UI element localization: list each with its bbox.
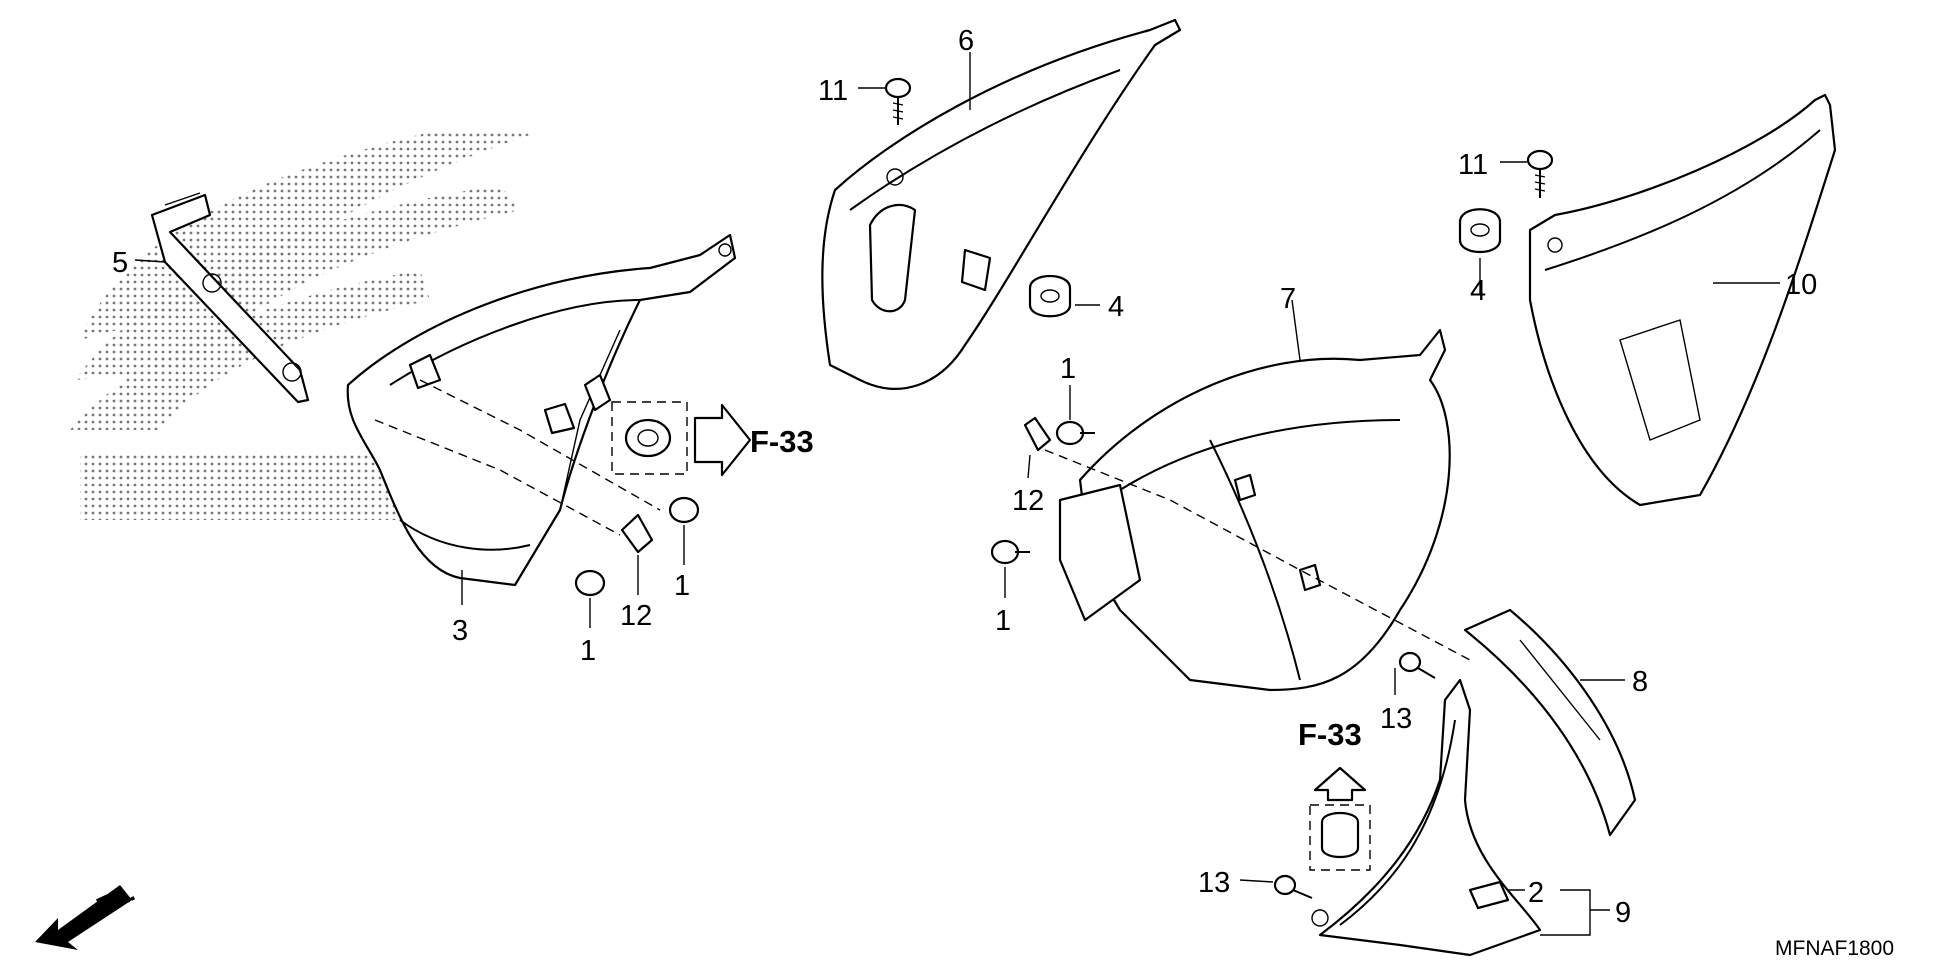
part-6-upper-cowl: [821, 18, 1182, 390]
callout-10: 10: [1785, 269, 1817, 301]
callout-4: 4: [1470, 275, 1486, 307]
callout-1: 1: [674, 570, 690, 602]
diagram-code: MFNAF1800: [1775, 937, 1894, 960]
assembly-line-3b: [419, 379, 661, 511]
callout-9: 9: [1615, 897, 1631, 929]
bolt-11-a: [884, 77, 912, 125]
clip-nut-12-a: [1023, 416, 1052, 452]
clip-1-d: [990, 539, 1030, 565]
ref-lower-label: F-33: [1298, 717, 1362, 752]
clip-1-b: [668, 496, 700, 524]
callout-4: 4: [1108, 291, 1124, 323]
part-8-strip: [1463, 608, 1637, 837]
callout-11: 11: [818, 75, 848, 107]
callout-5: 5: [112, 247, 128, 279]
bolt-11-b: [1526, 149, 1554, 198]
grommet-group-left: [611, 401, 752, 477]
callout-7: 7: [1280, 283, 1296, 315]
part-9-lower-cover: [1311, 678, 1542, 957]
screw-13-b: [1273, 874, 1313, 899]
grommet-group-lower: [1309, 766, 1371, 871]
callout-12: 12: [1012, 485, 1044, 517]
callout-8: 8: [1632, 666, 1648, 698]
callout-13: 13: [1198, 867, 1230, 899]
grommet-4-b: [1458, 208, 1502, 253]
assembly-line-3: [374, 419, 621, 536]
callout-11: 11: [1458, 149, 1488, 181]
assembly-line-7: [1044, 449, 1471, 661]
part-5-stay: [150, 192, 310, 404]
part-7-inner-cover: [1058, 328, 1451, 692]
callout-12: 12: [620, 600, 652, 632]
screw-13-a: [1398, 651, 1436, 679]
callout-13: 13: [1380, 703, 1412, 735]
part-10-right-cover: [1528, 93, 1837, 507]
part-3-left-side-cover: [346, 233, 737, 587]
clip-nut-12-b: [620, 513, 654, 554]
callout-3: 3: [452, 615, 468, 647]
front-direction-arrow-icon: [35, 885, 132, 950]
callout-1: 1: [580, 635, 596, 667]
clip-1-a: [1055, 420, 1095, 446]
callout-1: 1: [1060, 353, 1076, 385]
leader-lines: [134, 52, 1780, 936]
callout-1: 1: [995, 605, 1011, 637]
emblem-2: [1468, 880, 1510, 910]
grommet-4-a: [1028, 275, 1072, 318]
callout-2: 2: [1528, 877, 1544, 909]
clip-1-c: [574, 569, 606, 597]
callout-6: 6: [958, 25, 974, 57]
ref-left-label: F-33: [750, 424, 814, 459]
